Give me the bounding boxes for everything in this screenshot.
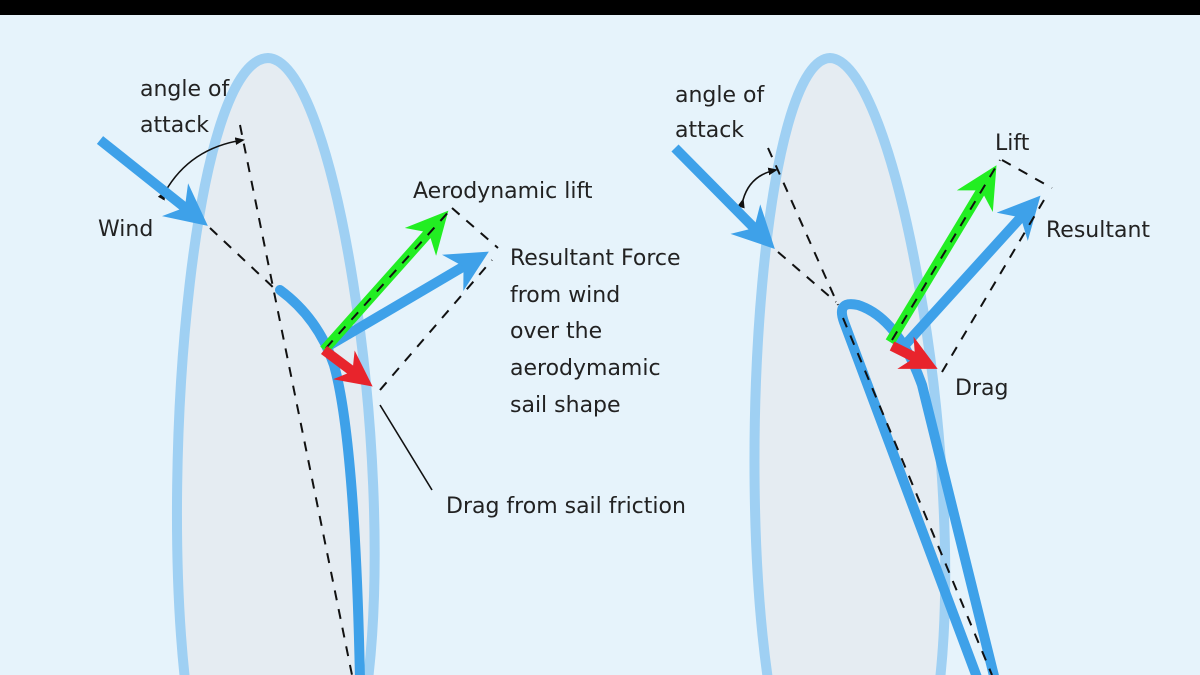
left-wind-label: Wind xyxy=(98,217,153,242)
left-drag-label: Drag from sail friction xyxy=(446,494,686,519)
right-wind-extension-line xyxy=(777,251,837,303)
left-angle-label-line2: attack xyxy=(140,113,209,138)
right-drag-arrow xyxy=(889,336,938,369)
right-sail-chord-line xyxy=(767,147,839,306)
right-sail-dash xyxy=(842,317,993,675)
right-parallelogram-top xyxy=(1001,159,1053,189)
right-lift-label: Lift xyxy=(995,131,1030,156)
left-resultant-label-3: over the xyxy=(510,319,602,344)
left-parallelogram-right xyxy=(379,259,493,391)
left-resultant-label-2: from wind xyxy=(510,283,620,308)
right-angle-label-line2: attack xyxy=(675,118,744,143)
left-hull xyxy=(171,52,380,675)
left-angle-label-line1: angle of xyxy=(140,77,230,102)
right-lift-dash xyxy=(891,159,1001,341)
left-resultant-label-5: sail shape xyxy=(510,393,621,418)
left-angle-arc xyxy=(157,137,245,201)
right-wind-arrow xyxy=(671,144,775,249)
left-resultant-arrow xyxy=(327,251,489,350)
left-lift-dash xyxy=(325,207,453,349)
right-angle-label-line1: angle of xyxy=(675,83,765,108)
right-resultant-arrow xyxy=(901,195,1041,349)
top-bar xyxy=(0,0,1200,15)
right-angle-arc xyxy=(737,167,778,209)
left-drag-arrow xyxy=(321,346,373,387)
left-boat: angle of attack Wind Aerodynamic lift Re… xyxy=(96,52,686,675)
right-boat: angle of attack Lift Resultant Drag xyxy=(671,52,1150,675)
left-resultant-label-4: aerodymamic xyxy=(510,356,661,381)
left-wind-arrow xyxy=(96,136,208,226)
right-drag-label: Drag xyxy=(955,376,1008,401)
right-resultant-label: Resultant xyxy=(1046,218,1150,243)
right-hull xyxy=(749,52,951,675)
left-drag-leader-line xyxy=(379,404,433,491)
left-wind-extension-line xyxy=(209,227,277,291)
left-resultant-label-1: Resultant Force xyxy=(510,246,681,271)
left-lift-label: Aerodynamic lift xyxy=(413,179,593,204)
right-parallelogram-right xyxy=(941,199,1045,373)
left-sail xyxy=(275,285,365,675)
